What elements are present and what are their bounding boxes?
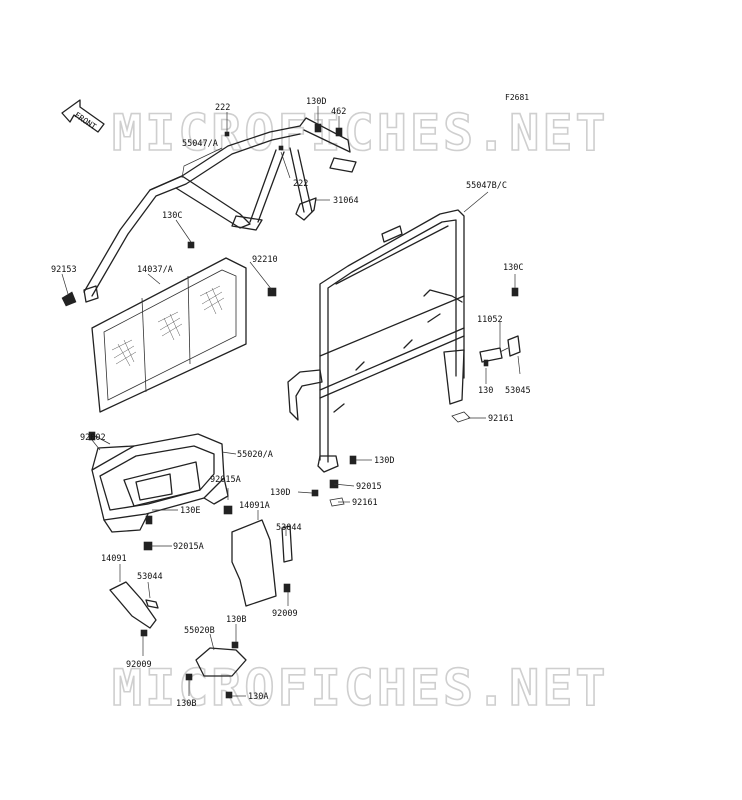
label-92161-low: 92161 <box>352 498 378 508</box>
front-arrow-icon: FRONT <box>61 99 105 133</box>
label-92009-right: 92009 <box>272 609 298 619</box>
label-55020a: 55020/A <box>237 450 273 460</box>
label-53044-right: 53044 <box>276 523 302 533</box>
label-92009-left: 92009 <box>126 660 152 670</box>
guard-plate-55020b[interactable] <box>195 647 247 677</box>
label-130b-low: 130B <box>176 699 196 709</box>
front-roll-cage[interactable] <box>287 209 465 473</box>
label-222-mid: 222 <box>293 179 308 189</box>
label-130d-top: 130D <box>306 97 326 107</box>
bracket-31064[interactable] <box>295 197 317 221</box>
watermark-bottom: MICROFICHES.NET <box>112 659 609 717</box>
label-222-top: 222 <box>215 103 230 113</box>
pin-53044-left[interactable] <box>145 599 159 609</box>
label-55047a: 55047/A <box>182 139 218 149</box>
label-92210: 92210 <box>252 255 278 265</box>
watermark-top: MICROFICHES.NET <box>112 104 609 162</box>
rear-screen[interactable] <box>91 257 247 413</box>
label-130d-low: 130D <box>270 488 290 498</box>
label-53045: 53045 <box>505 386 531 396</box>
label-92153: 92153 <box>51 265 77 275</box>
label-14091: 14091 <box>101 554 127 564</box>
label-130c-left: 130C <box>162 211 182 221</box>
label-92015-right: 92015 <box>356 482 382 492</box>
label-92002: 92002 <box>80 433 106 443</box>
label-92015a-low: 92015A <box>173 542 204 552</box>
label-92161-right: 92161 <box>488 414 514 424</box>
label-130c-right: 130C <box>503 263 523 273</box>
figure-code: F2681 <box>505 93 529 102</box>
label-130: 130 <box>478 386 493 396</box>
skid-plate-14091[interactable] <box>109 581 157 629</box>
label-130b-top: 130B <box>226 615 246 625</box>
leader-lines <box>61 106 521 697</box>
label-130d-mid: 130D <box>374 456 394 466</box>
skid-plate-14091a[interactable] <box>231 519 277 607</box>
pin-53044-right[interactable] <box>281 525 293 563</box>
label-462: 462 <box>331 107 346 117</box>
part-labels: 222 130D 462 55047/A 222 31064 55047B/C … <box>51 97 531 709</box>
latch-assembly[interactable] <box>479 335 521 363</box>
label-53044-left: 53044 <box>137 572 163 582</box>
label-14037a: 14037/A <box>137 265 173 275</box>
label-55047bc: 55047B/C <box>466 181 507 191</box>
label-11052: 11052 <box>477 315 503 325</box>
label-92015a-top: 92015A <box>210 475 241 485</box>
label-31064: 31064 <box>333 196 359 206</box>
label-130e: 130E <box>180 506 200 516</box>
label-55020b: 55020B <box>184 626 215 636</box>
front-bumper[interactable] <box>91 433 229 533</box>
label-14091a: 14091A <box>239 501 270 511</box>
label-130a: 130A <box>248 692 268 702</box>
